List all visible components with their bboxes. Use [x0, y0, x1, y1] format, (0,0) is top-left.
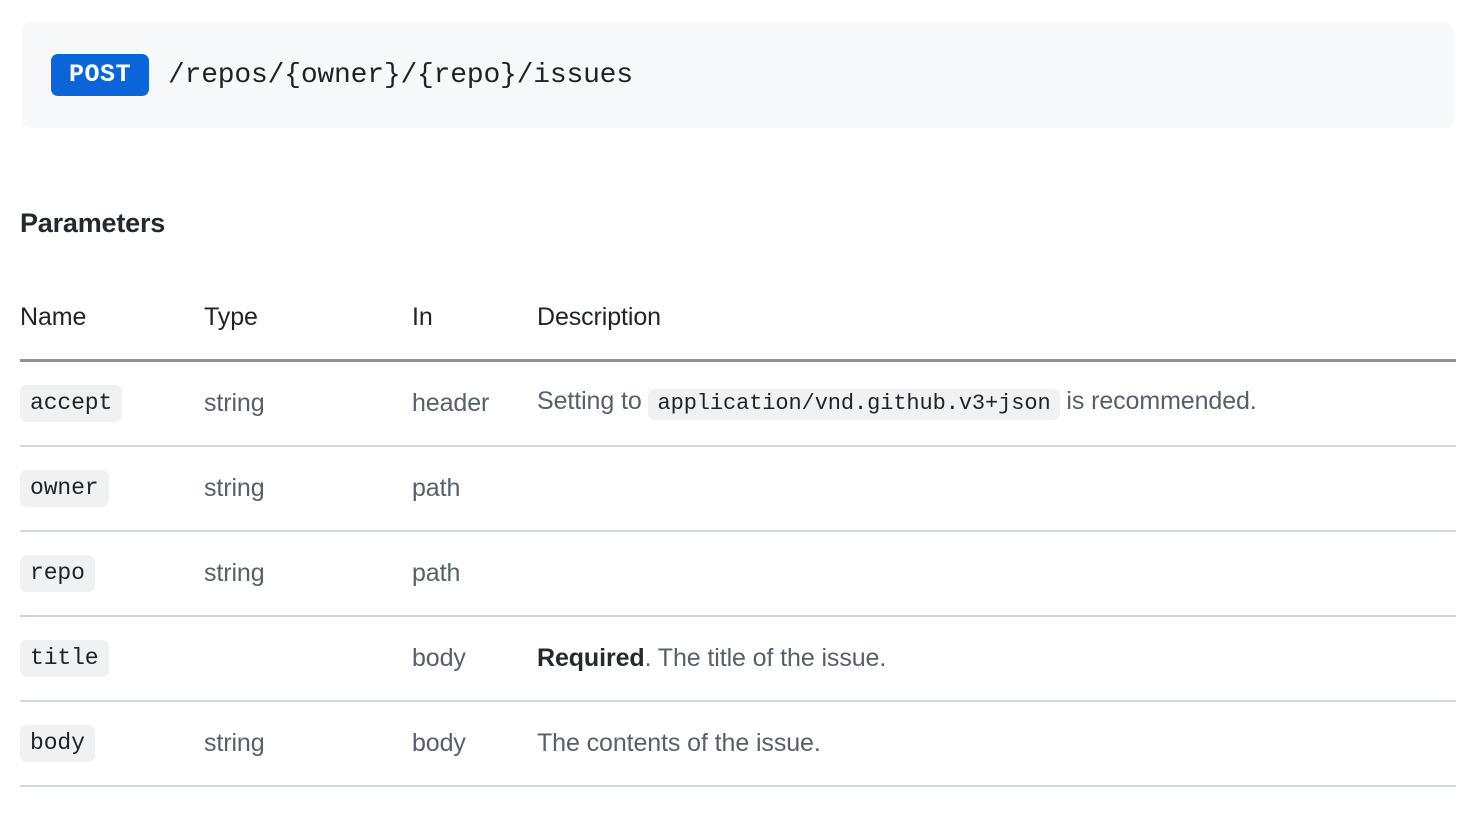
cell-param-description: [537, 531, 1456, 616]
cell-param-name: title: [20, 616, 204, 701]
table-row: body string body The contents of the issue.: [20, 701, 1456, 786]
endpoint-path: /repos/{owner}/{repo}/issues: [168, 59, 633, 91]
table-row: repo string path: [20, 531, 1456, 616]
cell-param-in: path: [412, 559, 461, 587]
param-name-chip: owner: [20, 469, 109, 508]
http-method-badge: POST: [51, 54, 149, 96]
parameters-table: Name Type In Description accept string hea…: [20, 303, 1456, 787]
param-name-chip: body: [20, 724, 95, 763]
cell-param-in: header: [412, 389, 490, 417]
table-row: title body Required. The title of the issu…: [20, 616, 1456, 701]
cell-param-type: string: [204, 729, 265, 757]
description-text: Setting to: [537, 386, 649, 415]
description-inline-code: application/vnd.github.v3+json: [648, 388, 1060, 421]
description-text-suffix: . The title of the issue.: [644, 644, 887, 672]
cell-param-name: repo: [20, 531, 204, 616]
cell-param-type: [204, 616, 412, 701]
table-row: owner string path: [20, 446, 1456, 531]
cell-param-name: accept: [20, 361, 204, 447]
parameters-table-head: Name Type In Description: [20, 303, 1456, 361]
description-text-suffix: is recommended.: [1059, 386, 1257, 415]
cell-param-description: The contents of the issue.: [537, 701, 1456, 786]
cell-param-description: Setting to application/vnd.github.v3+jso…: [537, 361, 1456, 447]
column-header-description: Description: [537, 303, 661, 331]
cell-param-in: body: [412, 729, 466, 757]
cell-param-name: body: [20, 701, 204, 786]
cell-param-type: string: [204, 474, 265, 502]
parameters-table-body: accept string header Setting to application…: [20, 361, 1456, 786]
table-row: accept string header Setting to application…: [20, 361, 1456, 447]
cell-param-description: [537, 446, 1456, 531]
table-header-row: Name Type In Description: [20, 303, 1456, 361]
column-header-in: In: [412, 303, 433, 331]
cell-param-description: Required. The title of the issue.: [537, 616, 1456, 701]
param-name-chip: accept: [20, 384, 123, 423]
cell-param-name: owner: [20, 446, 204, 531]
parameters-heading: Parameters: [20, 208, 166, 238]
cell-param-type: string: [204, 389, 265, 417]
cell-param-in: body: [412, 644, 466, 672]
description-text: The contents of the issue.: [537, 729, 821, 757]
column-header-name: Name: [20, 303, 87, 331]
param-name-chip: repo: [20, 554, 95, 593]
cell-param-type: string: [204, 559, 265, 587]
required-label: Required: [537, 644, 645, 672]
param-name-chip: title: [20, 639, 109, 678]
endpoint-panel: POST /repos/{owner}/{repo}/issues: [22, 22, 1454, 128]
cell-param-in: path: [412, 474, 461, 502]
column-header-type: Type: [204, 303, 258, 331]
